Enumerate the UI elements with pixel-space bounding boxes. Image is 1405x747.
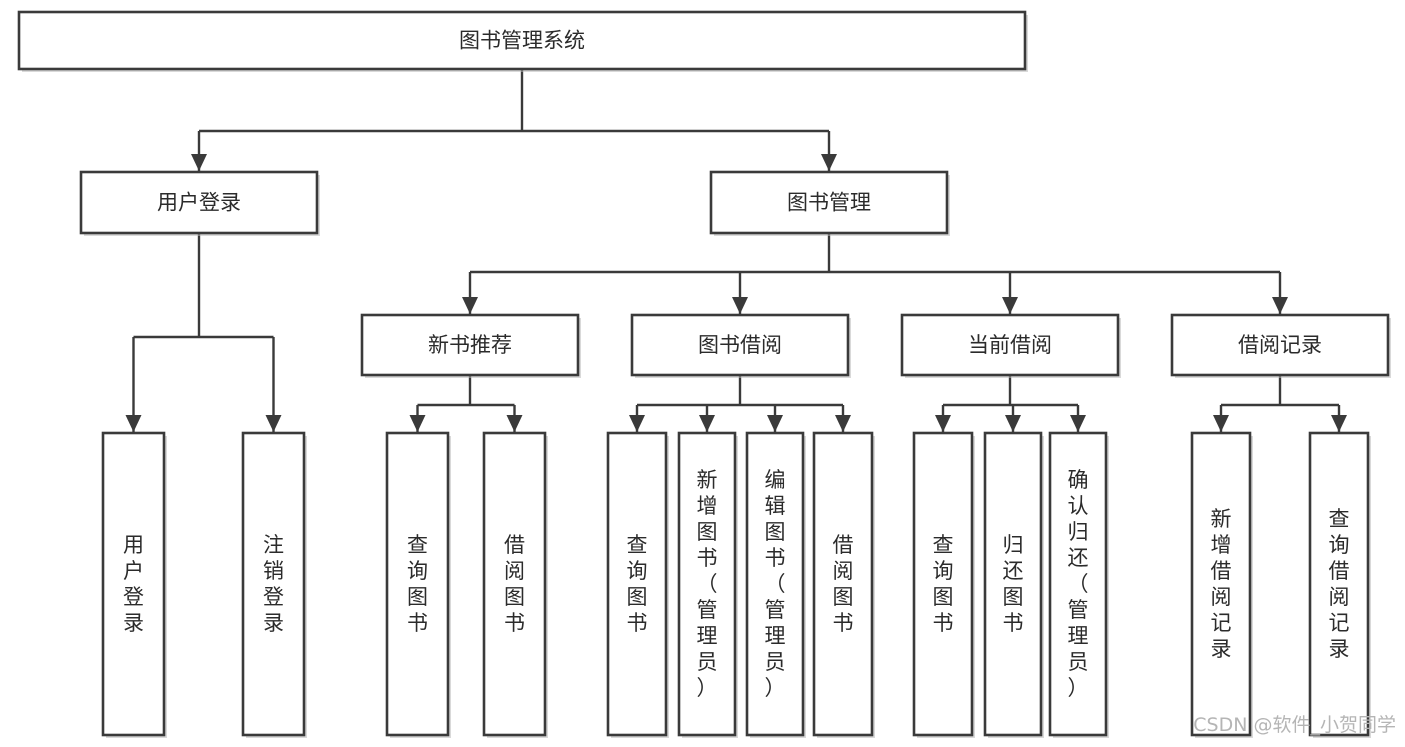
arrow-head-icon bbox=[265, 415, 282, 432]
node-book-management[interactable]: 图书管理 bbox=[709, 170, 950, 236]
node-user-login[interactable]: 用户登录 bbox=[79, 170, 320, 236]
node-leaf-return-book[interactable]: 归还图书 bbox=[983, 431, 1044, 738]
arrow-head-icon bbox=[935, 415, 951, 432]
node-borrow-records[interactable]: 借阅记录 bbox=[1170, 313, 1391, 378]
node-leaf-logout-login[interactable]: 注销登录 bbox=[241, 431, 307, 738]
node-rect[interactable] bbox=[1048, 431, 1108, 737]
node-label: 用户登录 bbox=[157, 191, 241, 215]
node-rect[interactable] bbox=[983, 431, 1043, 737]
arrow-head-icon bbox=[409, 415, 426, 432]
node-label: 查询图书 bbox=[407, 533, 428, 635]
node-leaf-query-book-current[interactable]: 查询图书 bbox=[912, 431, 975, 738]
node-leaf-query-book-rec[interactable]: 查询图书 bbox=[385, 431, 451, 738]
arrow-head-icon bbox=[1070, 415, 1086, 432]
connector-bookmgmt-to-level3 bbox=[462, 233, 1288, 314]
node-label: 注销登录 bbox=[263, 533, 284, 635]
node-label: 归还图书 bbox=[1003, 533, 1024, 635]
node-label: 查询借阅记录 bbox=[1329, 507, 1350, 661]
node-label: 新增借阅记录 bbox=[1211, 507, 1232, 661]
node-rect[interactable] bbox=[900, 313, 1120, 377]
node-rect[interactable] bbox=[812, 431, 874, 737]
node-label: 图书管理 bbox=[787, 191, 871, 215]
node-label: 图书管理系统 bbox=[459, 29, 585, 53]
node-current-borrow[interactable]: 当前借阅 bbox=[900, 313, 1121, 378]
node-leaf-add-book[interactable]: 新增图书（管理员） bbox=[677, 431, 738, 738]
arrow-head-icon bbox=[1213, 415, 1229, 432]
arrow-head-icon bbox=[125, 415, 142, 432]
arrow-head-icon bbox=[835, 415, 851, 432]
node-root[interactable]: 图书管理系统 bbox=[17, 10, 1028, 72]
node-book-borrow[interactable]: 图书借阅 bbox=[630, 313, 851, 378]
node-rect[interactable] bbox=[101, 431, 166, 737]
node-label: 查询图书 bbox=[933, 533, 954, 635]
node-label: 编辑图书（管理员） bbox=[765, 468, 786, 700]
node-label: 借阅图书 bbox=[504, 533, 525, 635]
arrow-head-icon bbox=[506, 415, 523, 432]
node-label: 新增图书（管理员） bbox=[697, 468, 718, 700]
arrow-head-icon bbox=[1002, 297, 1018, 314]
node-leaf-add-record[interactable]: 新增借阅记录 bbox=[1190, 431, 1253, 738]
node-rect[interactable] bbox=[1170, 313, 1390, 377]
node-leaf-user-login[interactable]: 用户登录 bbox=[101, 431, 167, 738]
arrow-head-icon bbox=[629, 415, 645, 432]
node-rect[interactable] bbox=[1190, 431, 1252, 737]
connector-borrow-to-leaves bbox=[629, 375, 851, 432]
node-rect[interactable] bbox=[17, 10, 1027, 71]
node-rect[interactable] bbox=[912, 431, 974, 737]
arrow-head-icon bbox=[1005, 415, 1021, 432]
node-rect[interactable] bbox=[709, 170, 949, 235]
node-rect[interactable] bbox=[482, 431, 547, 737]
node-rect[interactable] bbox=[1308, 431, 1370, 737]
node-leaf-borrow-book-rec[interactable]: 借阅图书 bbox=[482, 431, 548, 738]
arrow-head-icon bbox=[191, 154, 207, 171]
node-leaf-edit-book[interactable]: 编辑图书（管理员） bbox=[745, 431, 806, 738]
node-label: 借阅记录 bbox=[1238, 333, 1322, 357]
csdn-watermark: CSDN @软件_小贺同学 bbox=[1193, 714, 1396, 736]
node-rect[interactable] bbox=[745, 431, 805, 737]
arrow-head-icon bbox=[821, 154, 837, 171]
node-rect[interactable] bbox=[606, 431, 668, 737]
node-label: 图书借阅 bbox=[698, 333, 782, 357]
node-rect[interactable] bbox=[677, 431, 737, 737]
node-label: 确认归还（管理员） bbox=[1068, 468, 1089, 700]
connector-layer bbox=[125, 69, 1347, 432]
node-label: 新书推荐 bbox=[428, 333, 512, 357]
connector-current-to-leaves bbox=[935, 375, 1086, 432]
node-rect[interactable] bbox=[241, 431, 306, 737]
node-leaf-query-record[interactable]: 查询借阅记录 bbox=[1308, 431, 1371, 738]
node-leaf-query-book-borrow[interactable]: 查询图书 bbox=[606, 431, 669, 738]
node-layer: 图书管理系统用户登录图书管理新书推荐图书借阅当前借阅借阅记录用户登录注销登录查询… bbox=[17, 10, 1391, 738]
connector-records-to-leaves bbox=[1213, 375, 1347, 432]
node-rect[interactable] bbox=[385, 431, 450, 737]
node-rect[interactable] bbox=[630, 313, 850, 377]
arrow-head-icon bbox=[732, 297, 748, 314]
arrow-head-icon bbox=[462, 297, 478, 314]
arrow-head-icon bbox=[1272, 297, 1288, 314]
arrow-head-icon bbox=[1331, 415, 1347, 432]
node-rect[interactable] bbox=[79, 170, 319, 235]
node-label: 用户登录 bbox=[123, 533, 144, 635]
node-rect[interactable] bbox=[360, 313, 580, 377]
node-leaf-borrow-book[interactable]: 借阅图书 bbox=[812, 431, 875, 738]
node-label: 借阅图书 bbox=[833, 533, 854, 635]
node-label: 当前借阅 bbox=[968, 333, 1052, 357]
node-new-book-recommend[interactable]: 新书推荐 bbox=[360, 313, 581, 378]
connector-userlogin-to-leaves bbox=[125, 233, 282, 432]
arrow-head-icon bbox=[699, 415, 715, 432]
connector-recommend-to-leaves bbox=[409, 375, 523, 432]
connector-root-to-level2 bbox=[191, 69, 837, 171]
node-leaf-confirm-return[interactable]: 确认归还（管理员） bbox=[1048, 431, 1109, 738]
arrow-head-icon bbox=[767, 415, 783, 432]
node-label: 查询图书 bbox=[627, 533, 648, 635]
